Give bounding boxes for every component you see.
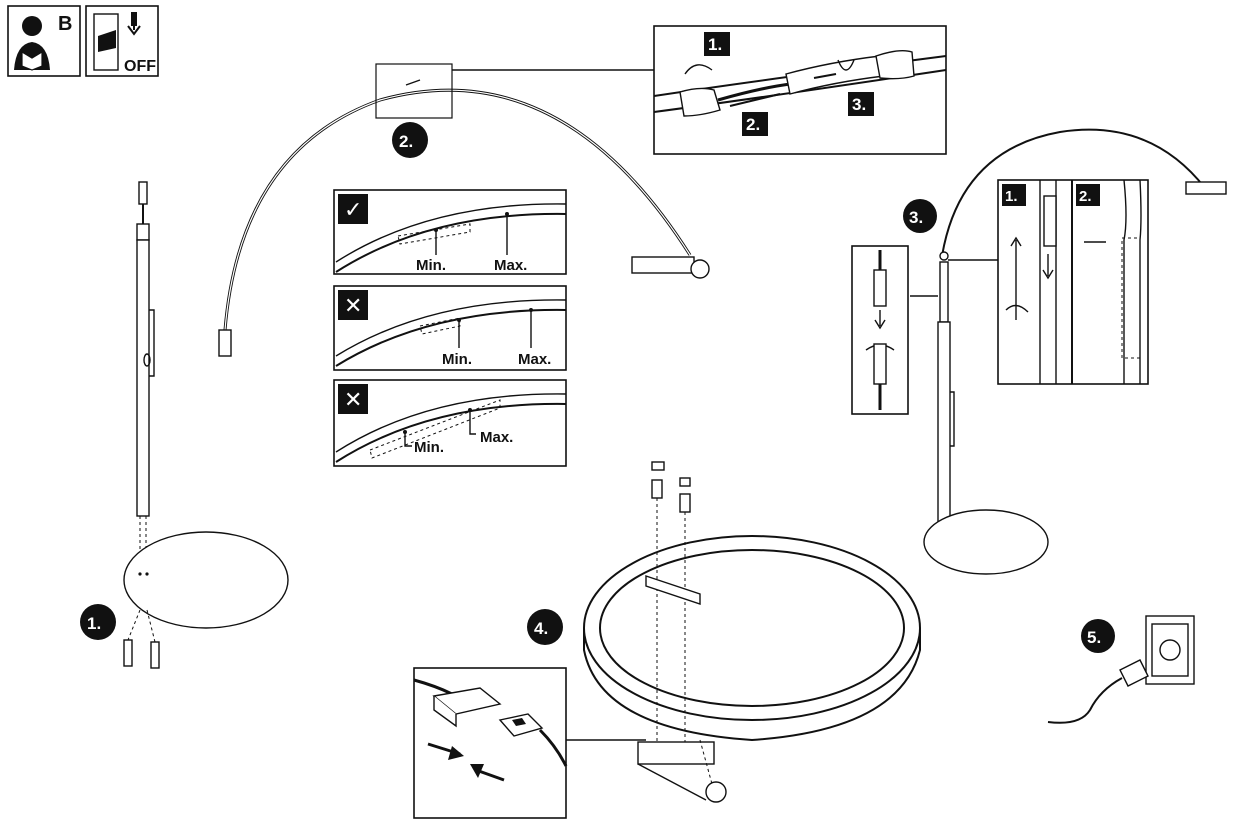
step-3-detail-panel: 1. 2. bbox=[997, 179, 1149, 385]
step-1-badge bbox=[80, 604, 116, 640]
detail-3-sub-1: 1. bbox=[1005, 188, 1018, 205]
step-4-connector-detail bbox=[413, 667, 568, 819]
manual-letter: B bbox=[58, 13, 72, 35]
incorrect-icon: ✕ bbox=[344, 387, 362, 412]
read-manual-icon: B bbox=[7, 5, 81, 77]
step-2-label: 2. bbox=[399, 132, 413, 151]
panel-2-max: Max. bbox=[518, 351, 551, 368]
insertion-panel-incorrect-2: ✕ Min. Max. bbox=[333, 379, 567, 467]
step-5-label: 5. bbox=[1087, 628, 1101, 647]
power-off-label: OFF bbox=[124, 58, 156, 75]
detail-2-sub-1: 1. bbox=[708, 35, 722, 54]
detail-2-sub-2: 2. bbox=[746, 115, 760, 134]
insertion-panel-correct: ✓ Min. Max. bbox=[333, 189, 567, 275]
step-3-badge bbox=[903, 199, 937, 233]
panel-1-min: Min. bbox=[416, 257, 446, 274]
correct-icon: ✓ bbox=[344, 197, 362, 222]
panel-1-max: Max. bbox=[494, 257, 527, 274]
step-3-label: 3. bbox=[909, 208, 923, 227]
step-1-pole-assembly: 1. bbox=[80, 181, 289, 669]
insertion-panel-incorrect-1: ✕ Min. Max. bbox=[333, 285, 567, 371]
step-2-arc: 2. bbox=[218, 63, 710, 357]
step-3-assembled-lamp: 3. bbox=[903, 128, 1227, 575]
step-5-power-plug: 5. bbox=[1047, 615, 1195, 724]
panel-2-min: Min. bbox=[442, 351, 472, 368]
step-3-connector-detail bbox=[851, 245, 909, 415]
step-4-badge bbox=[527, 609, 563, 645]
detail-2-sub-3: 3. bbox=[852, 95, 866, 114]
power-off-icon: OFF bbox=[85, 5, 159, 77]
incorrect-icon: ✕ bbox=[344, 293, 362, 318]
detail-3-sub-2: 2. bbox=[1079, 188, 1092, 205]
step-2-detail-panel: 1. 2. 3. bbox=[653, 25, 947, 155]
step-4-label: 4. bbox=[534, 619, 548, 638]
step-1-label: 1. bbox=[87, 614, 101, 633]
step-5-badge bbox=[1081, 619, 1115, 653]
step-2-badge bbox=[392, 122, 428, 158]
panel-3-max: Max. bbox=[480, 429, 513, 446]
step-4-ring-assembly: 4. bbox=[527, 461, 921, 803]
panel-3-min: Min. bbox=[414, 439, 444, 456]
